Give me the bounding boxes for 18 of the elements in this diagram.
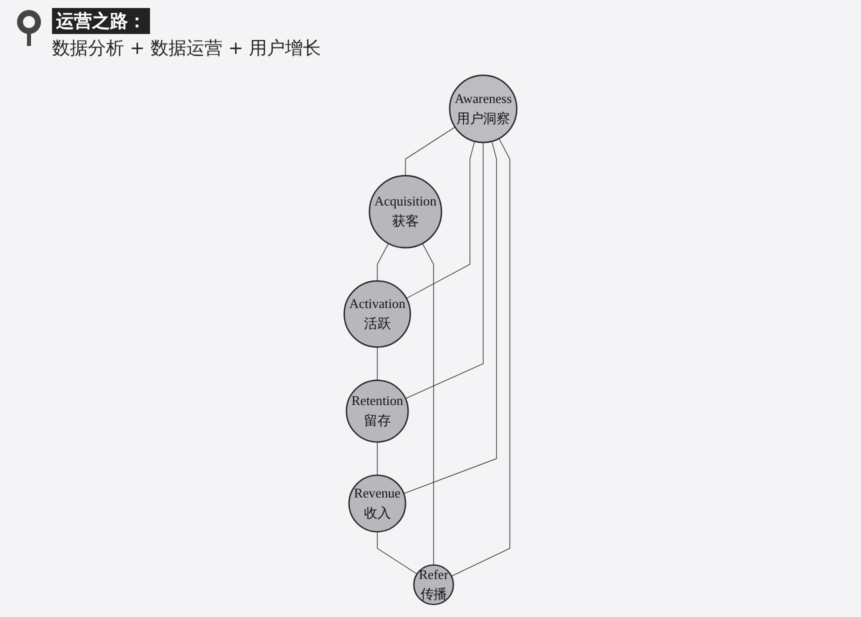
node-circle: Awareness 用户洞察 (449, 74, 518, 144)
subtitle: 数据分析 + 数据运营 + 用户增长 (52, 37, 322, 60)
connector (403, 140, 497, 494)
node-circle: Activation 活跃 (344, 280, 412, 348)
node-circle: Acquisition 获客 (368, 175, 442, 248)
connector (405, 126, 456, 176)
connector (376, 442, 378, 476)
connector (451, 138, 510, 577)
title: 运营之路： (52, 8, 150, 34)
connector (376, 243, 389, 282)
connector (405, 142, 484, 399)
connector (376, 346, 378, 381)
node-circle: Revenue 收入 (348, 474, 406, 532)
node-circle: Retention 留存 (346, 380, 409, 443)
connector (406, 140, 475, 299)
node-circle: Refer 传播 (413, 564, 454, 606)
connector (376, 531, 418, 574)
connector (422, 243, 434, 566)
